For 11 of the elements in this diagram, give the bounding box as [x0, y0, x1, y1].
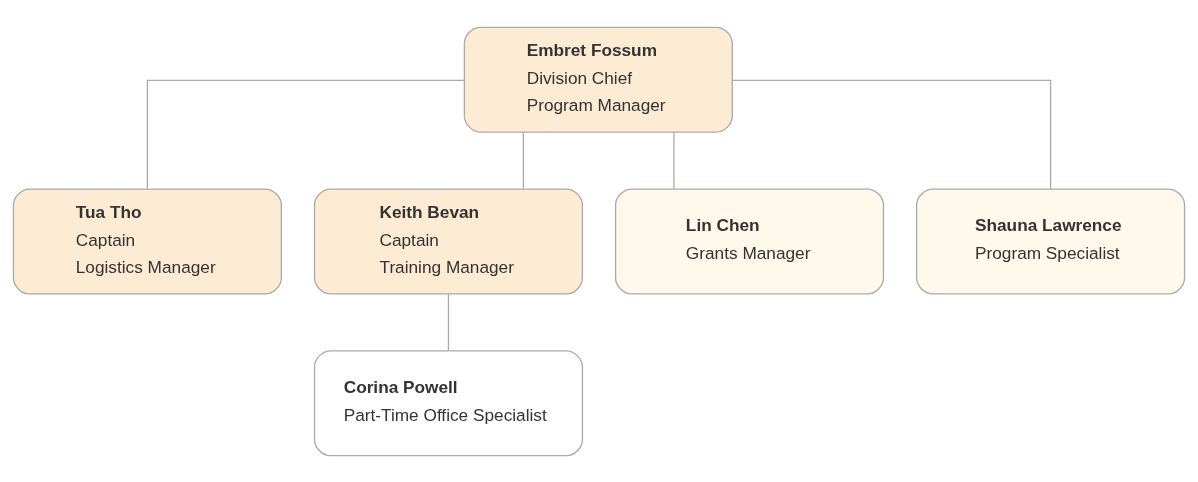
node-box: Embret Fossum Division Chief Program Manager [463, 26, 733, 133]
node-box: Corina Powell Part-Time Office Specialist [313, 349, 584, 456]
connector [522, 131, 525, 189]
node-box: Shauna Lawrence Program Specialist [916, 187, 1186, 295]
node-box: Lin Chen Grants Manager [614, 187, 885, 295]
connector [732, 79, 1052, 189]
connector [673, 131, 675, 189]
node-box: Tua Tho Captain Logistics Manager [12, 187, 282, 295]
connector [447, 292, 450, 351]
connector [146, 79, 465, 189]
node-box: Keith Bevan Captain Training Manager [313, 187, 584, 295]
